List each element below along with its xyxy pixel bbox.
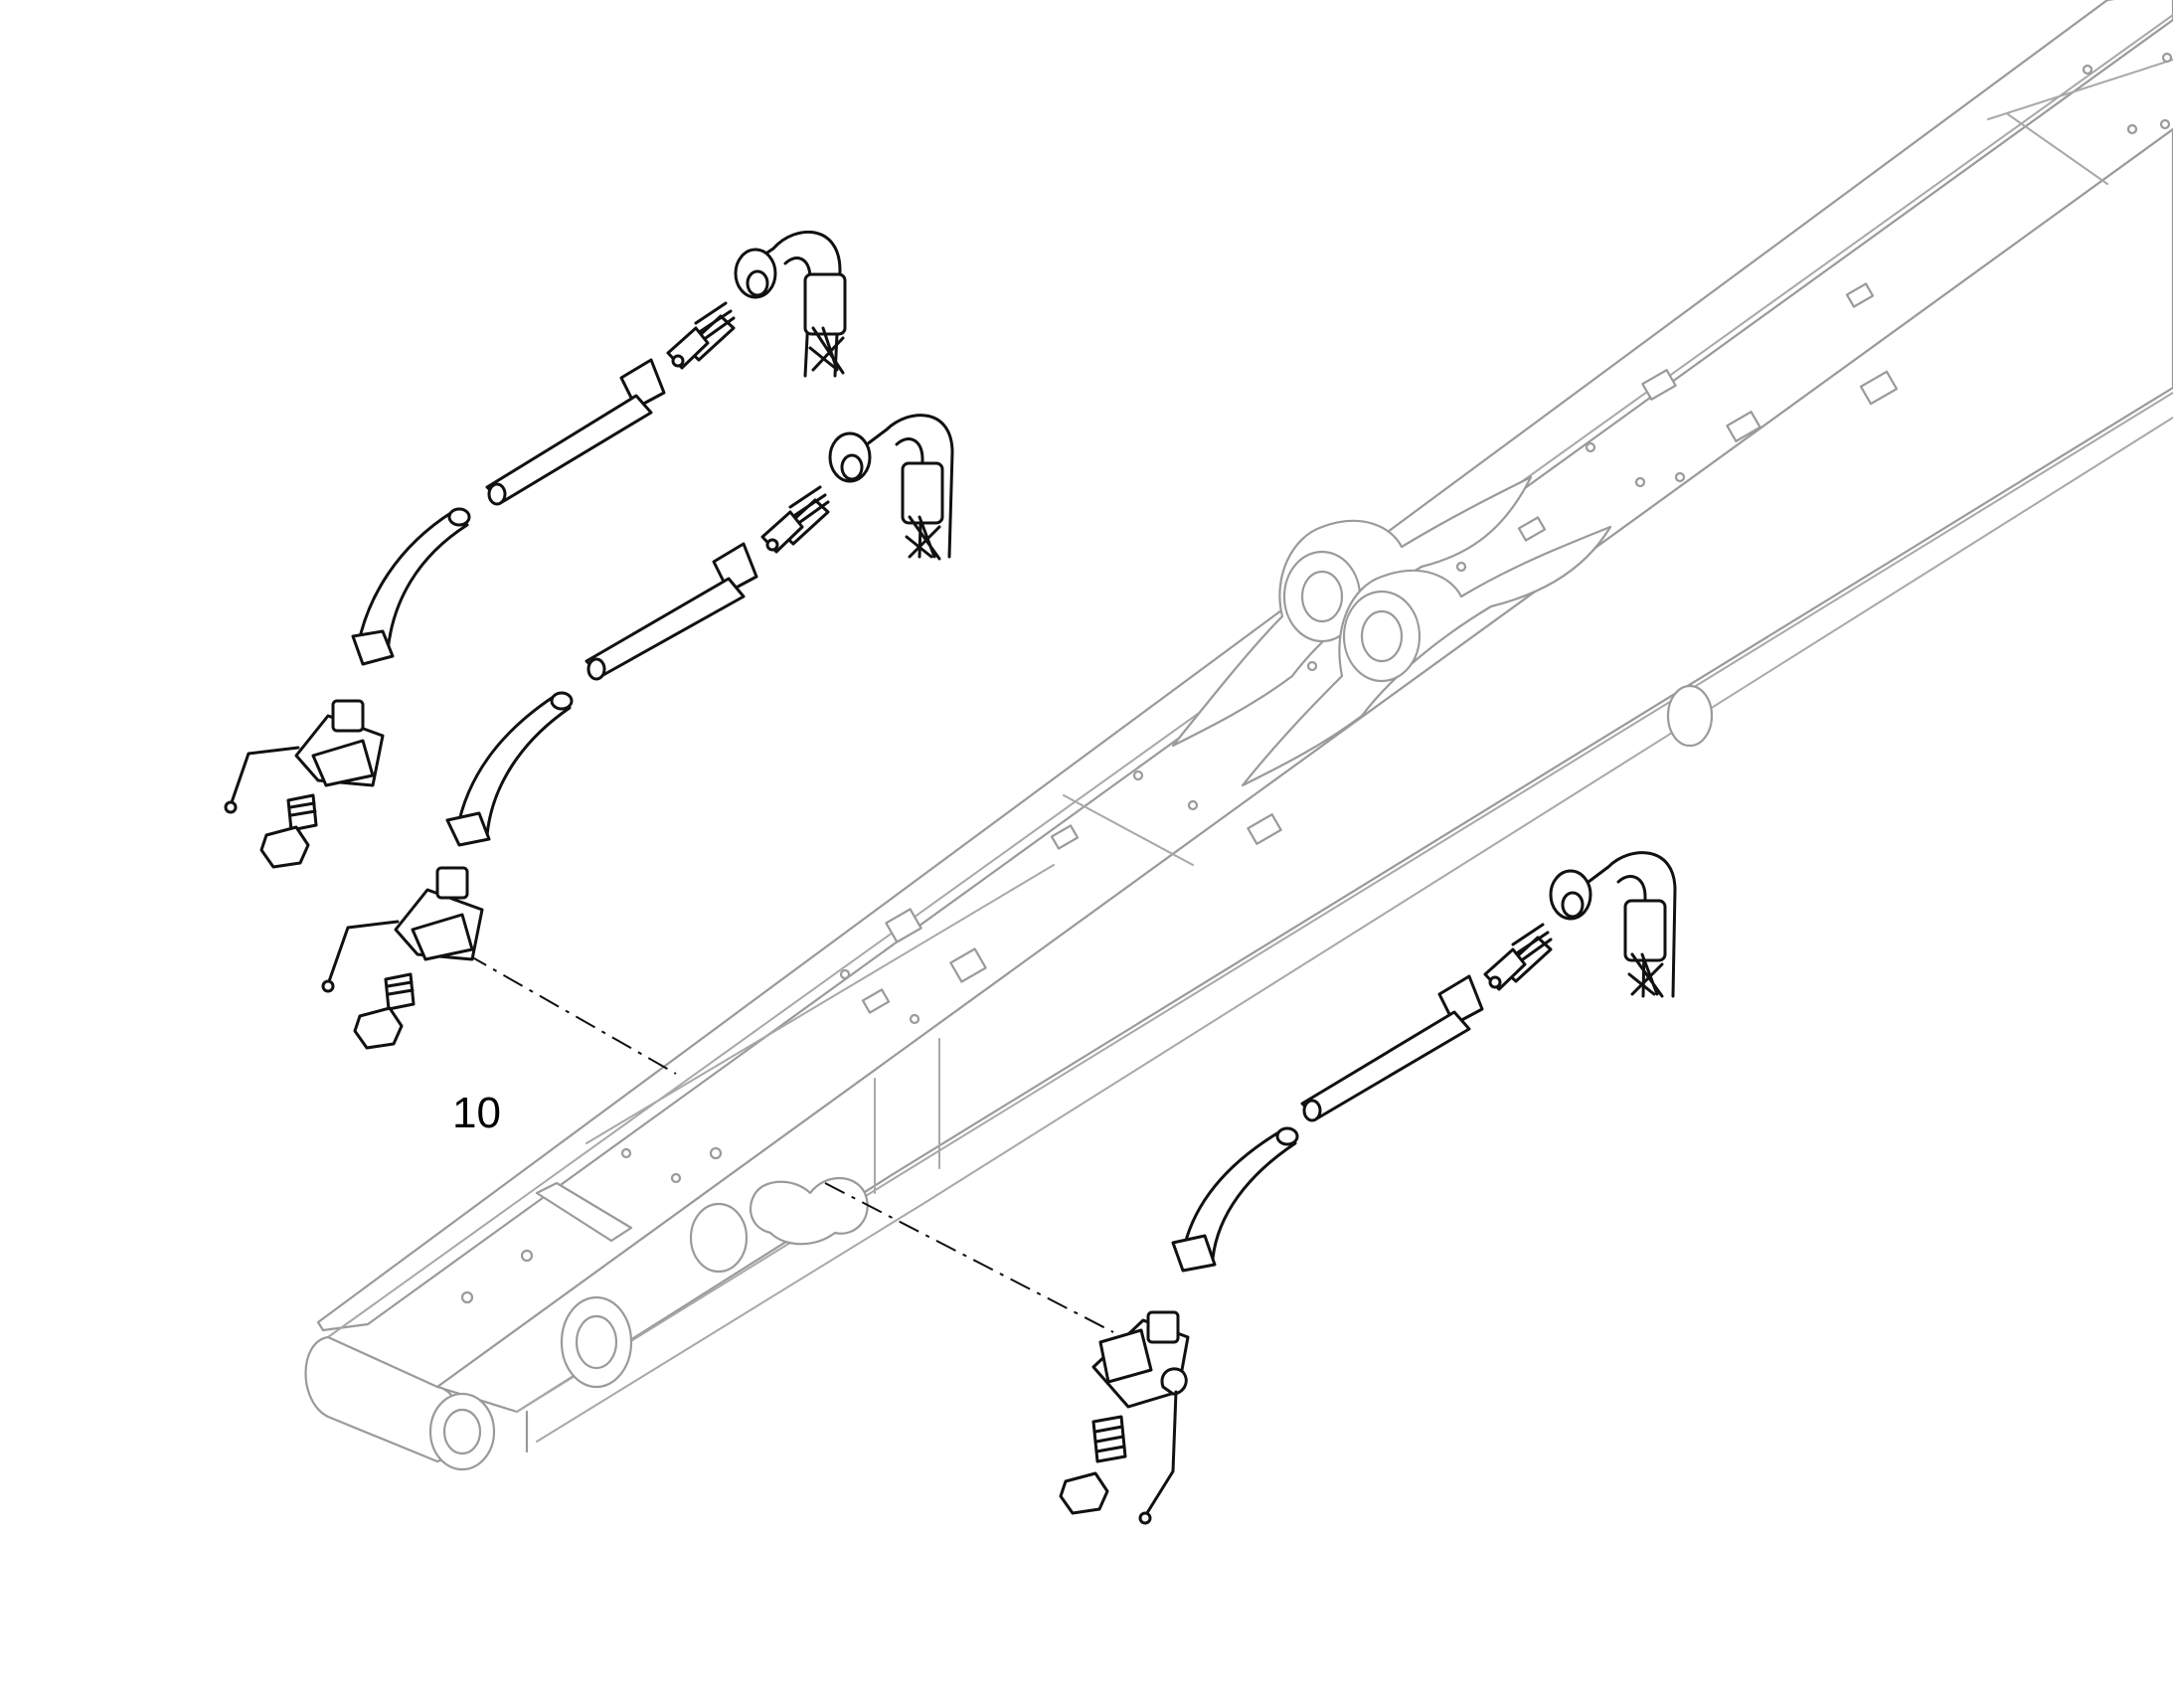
- straight-pipe-icon: [1302, 976, 1482, 1120]
- nut-icon: [1061, 1473, 1107, 1513]
- elbow-hose-fitting-icon: [830, 416, 952, 559]
- bent-pipe-icon: [353, 509, 469, 664]
- elbow-hose-fitting-icon: [736, 232, 845, 376]
- adapter-union-icon: [668, 303, 734, 368]
- leader-line: [467, 954, 676, 1074]
- straight-pipe-icon: [586, 544, 756, 679]
- callout-label: 10: [452, 1089, 501, 1138]
- adapter-union-icon: [1485, 925, 1551, 989]
- fitting-set-upper: [226, 232, 845, 867]
- adapter-union-icon: [762, 487, 828, 552]
- elbow-hose-fitting-icon: [1551, 853, 1675, 996]
- boom-arm-icon: [306, 0, 2173, 1469]
- straight-pipe-icon: [487, 360, 664, 504]
- leader-line: [825, 1183, 1113, 1332]
- nut-icon: [261, 827, 308, 867]
- grease-block-valve-icon: [226, 701, 383, 830]
- nut-icon: [355, 1008, 402, 1048]
- bent-pipe-icon: [447, 693, 572, 845]
- grease-block-valve-icon: [323, 868, 482, 1009]
- bent-pipe-icon: [1173, 1128, 1297, 1271]
